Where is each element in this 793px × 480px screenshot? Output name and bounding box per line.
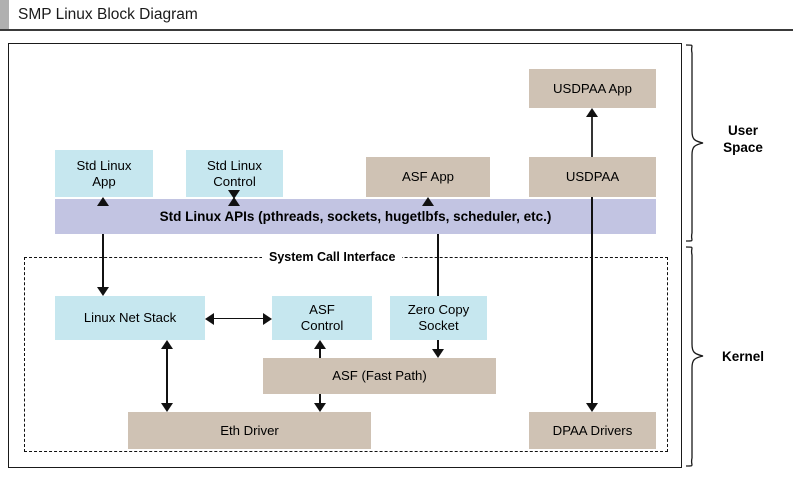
block-label: ASF (Fast Path) [332, 368, 427, 383]
block-dpaa-drivers[interactable]: DPAA Drivers [529, 412, 656, 449]
block-linux-net-stack[interactable]: Linux Net Stack [55, 296, 205, 340]
title-accent-bar [0, 0, 9, 29]
arrowhead-down-asf-fast-path [432, 349, 444, 358]
brace-kernel [685, 246, 704, 467]
arrowhead-down-eth-driver [314, 403, 326, 412]
block-std-linux-app[interactable]: Std Linux App [55, 150, 153, 197]
arrowhead-up-asf-control [314, 340, 326, 349]
connector-apis-to-linux-net-stack [102, 234, 104, 287]
block-zero-copy-socket[interactable]: Zero Copy Socket [390, 296, 487, 340]
block-label: Eth Driver [220, 422, 279, 438]
block-label: USDPAA App [553, 80, 632, 96]
block-asf-app[interactable]: ASF App [366, 157, 490, 197]
block-label: Zero Copy Socket [407, 302, 470, 333]
system-call-interface-label: System Call Interface [262, 249, 403, 265]
connector-apis-to-zero-copy-socket [437, 234, 439, 296]
block-eth-driver[interactable]: Eth Driver [128, 412, 371, 449]
arrowhead-down-std-linux-control [228, 190, 240, 199]
arrowhead-right-asf-control [263, 312, 272, 325]
label-user-space: User Space [723, 123, 763, 155]
arrowhead-down-linux-net-stack [97, 287, 109, 296]
connector-asf-fast-path-to-eth-driver [319, 394, 321, 403]
block-std-linux-control[interactable]: Std Linux Control [186, 150, 283, 197]
block-usdpaa-app[interactable]: USDPAA App [529, 69, 656, 108]
block-asf-control[interactable]: ASF Control [272, 296, 372, 340]
page-title: SMP Linux Block Diagram [18, 6, 198, 23]
connector-net-stack-asf-control [214, 317, 263, 320]
label-kernel: Kernel [721, 349, 765, 364]
block-label: USDPAA [565, 169, 620, 184]
block-label: Linux Net Stack [83, 310, 177, 325]
block-label: DPAA Drivers [552, 422, 633, 438]
title-bar: SMP Linux Block Diagram [0, 0, 793, 31]
arrowhead-left-linux-net-stack [205, 312, 214, 325]
block-asf-fast-path[interactable]: ASF (Fast Path) [263, 358, 496, 394]
arrowhead-down-eth-driver-net-stack [161, 403, 173, 412]
arrowhead-down-dpaa-drivers [586, 403, 598, 412]
arrowhead-up-asf-app [422, 197, 434, 206]
brace-user-space [685, 44, 704, 242]
arrowhead-up-usdpaa-app [586, 108, 598, 117]
block-label: Std Linux Control [207, 157, 262, 189]
block-label: Std Linux App [76, 157, 132, 189]
arrowhead-up-linux-net-stack-eth [161, 340, 173, 349]
connector-zero-copy-to-asf-fast-path [437, 340, 439, 349]
block-label: ASF App [401, 169, 455, 184]
connector-usdpaa-to-dpaa-drivers [591, 197, 593, 403]
arrowhead-up-std-linux-app [97, 197, 109, 206]
connector-asf-fast-path-to-asf-control [319, 349, 321, 358]
diagram-canvas: System Call Interface Std Linux App Std … [0, 31, 793, 480]
block-label: ASF Control [300, 302, 344, 333]
block-usdpaa[interactable]: USDPAA [529, 157, 656, 197]
connector-net-stack-eth-driver [166, 349, 168, 403]
block-label: Std Linux APIs (pthreads, sockets, huget… [159, 208, 552, 224]
block-std-linux-apis[interactable]: Std Linux APIs (pthreads, sockets, huget… [55, 199, 656, 234]
